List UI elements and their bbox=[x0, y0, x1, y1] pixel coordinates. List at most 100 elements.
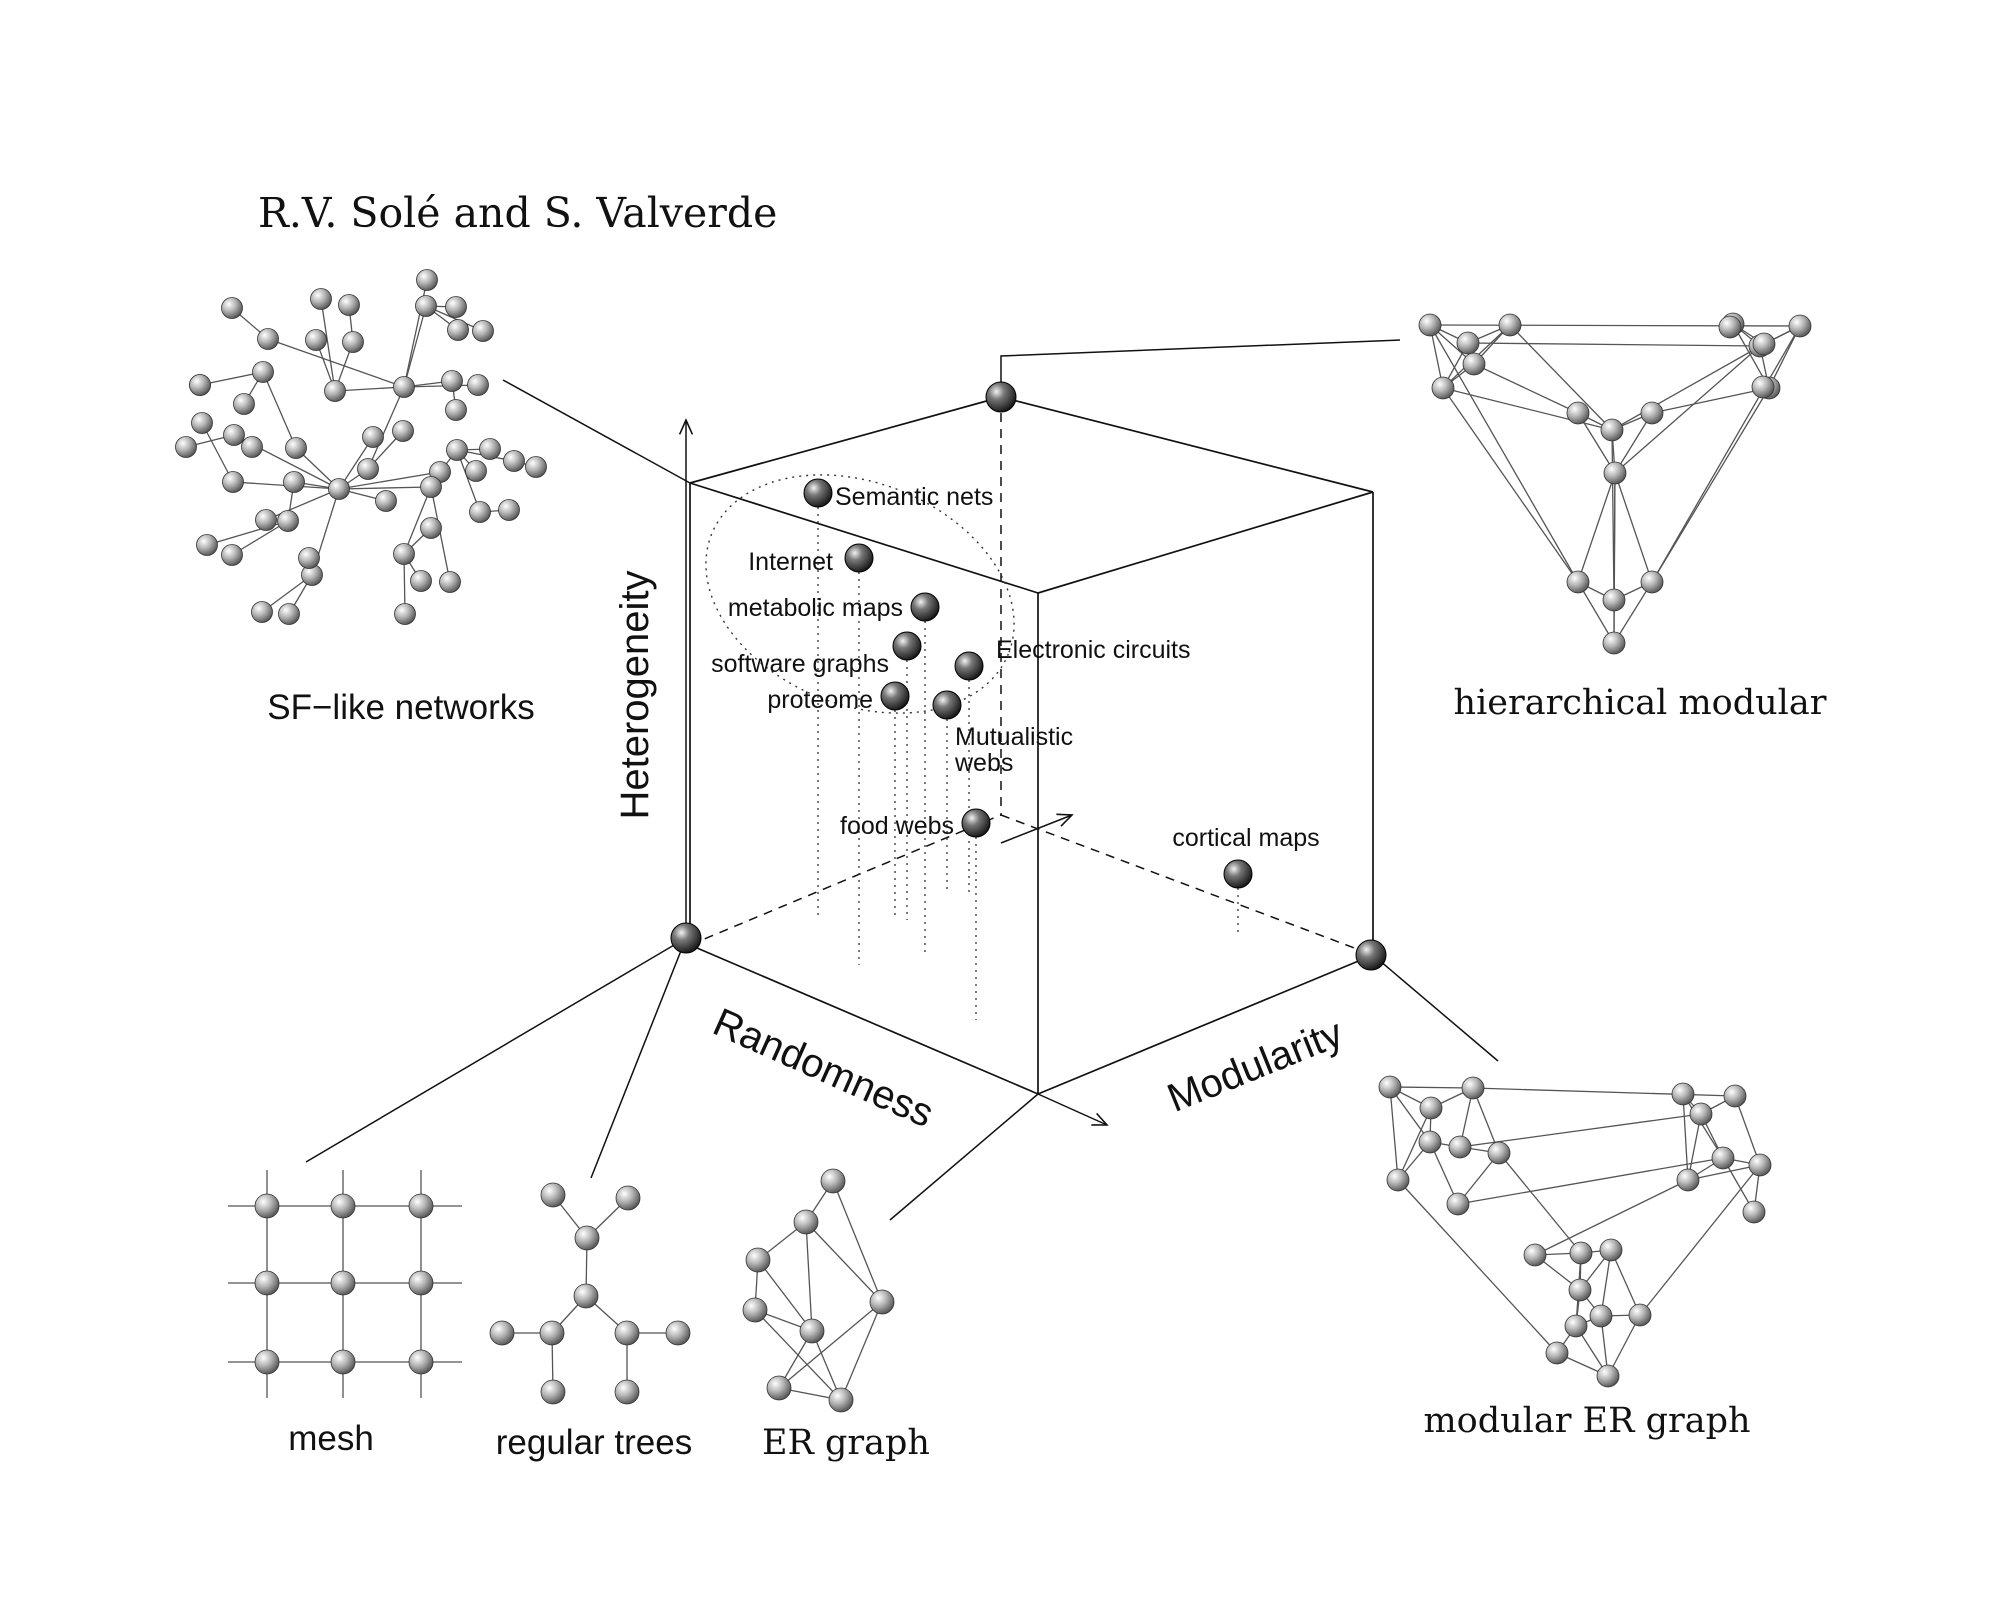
label-food-webs: food webs bbox=[840, 812, 954, 840]
regular-tree-graph bbox=[489, 1182, 691, 1405]
graph-node bbox=[1564, 1314, 1588, 1338]
graph-node bbox=[1711, 1146, 1735, 1170]
label-mutualistic: Mutualistic bbox=[955, 723, 1073, 751]
graph-node bbox=[1788, 314, 1812, 338]
graph-node bbox=[1378, 1075, 1402, 1099]
graph-node bbox=[1523, 1243, 1547, 1267]
graph-node bbox=[415, 295, 437, 317]
graph-node bbox=[233, 393, 255, 415]
graph-node bbox=[445, 296, 467, 318]
graph-node bbox=[869, 1289, 895, 1315]
graph-node bbox=[573, 1283, 599, 1309]
graph-node bbox=[222, 471, 244, 493]
graph-node bbox=[1640, 570, 1664, 594]
caption-mesh: mesh bbox=[288, 1419, 374, 1458]
graph-node bbox=[1596, 1364, 1620, 1388]
caption-sf-like: SF−like networks bbox=[267, 688, 534, 727]
graph-node bbox=[745, 1247, 771, 1273]
sf-like-graph bbox=[175, 269, 547, 625]
graph-node bbox=[1418, 313, 1442, 337]
graph-node bbox=[441, 370, 463, 392]
graph-node bbox=[489, 1320, 515, 1346]
graph-node bbox=[410, 570, 432, 592]
graph-node bbox=[420, 517, 442, 539]
graph-node bbox=[1689, 1102, 1713, 1126]
corner-top bbox=[985, 381, 1017, 413]
axis-label-modularity: Modularity bbox=[1161, 1011, 1349, 1121]
graph-node bbox=[241, 436, 263, 458]
graph-node bbox=[1456, 331, 1480, 355]
graph-node bbox=[1448, 1135, 1472, 1159]
graph-node bbox=[223, 424, 245, 446]
point-internet: Internet bbox=[748, 543, 874, 576]
graph-node bbox=[445, 399, 467, 421]
graph-node bbox=[1742, 1200, 1766, 1224]
caption-er-graph: ER graph bbox=[762, 1423, 930, 1463]
graph-node bbox=[283, 471, 305, 493]
graph-node bbox=[393, 376, 415, 398]
graph-node bbox=[503, 450, 525, 472]
graph-node bbox=[665, 1320, 691, 1346]
graph-node bbox=[614, 1379, 640, 1405]
graph-node bbox=[254, 1193, 280, 1219]
graph-node bbox=[298, 547, 320, 569]
graph-node bbox=[252, 361, 274, 383]
point-electronic-circuits: Electronic circuits bbox=[954, 636, 1191, 681]
graph-node bbox=[820, 1168, 846, 1194]
graph-node bbox=[330, 1349, 356, 1375]
graph-node bbox=[251, 601, 273, 623]
graph-node bbox=[1723, 1084, 1747, 1108]
graph-node bbox=[439, 571, 461, 593]
graph-node bbox=[742, 1297, 768, 1323]
graph-node bbox=[1568, 1278, 1592, 1302]
graph-node bbox=[793, 1209, 819, 1235]
graph-node bbox=[574, 1225, 600, 1251]
graph-node bbox=[330, 1270, 356, 1296]
graph-node bbox=[392, 420, 414, 442]
graph-node bbox=[465, 460, 487, 482]
graph-node bbox=[1602, 588, 1626, 612]
graph-node bbox=[393, 543, 415, 565]
graph-node bbox=[472, 320, 494, 342]
mesh-graph bbox=[228, 1170, 462, 1398]
graph-node bbox=[1752, 332, 1776, 356]
graph-node bbox=[1589, 1304, 1613, 1328]
graph-node bbox=[615, 1185, 641, 1211]
graph-node bbox=[1566, 401, 1590, 425]
caption-hierarchical-modular: hierarchical modular bbox=[1454, 683, 1827, 723]
point-proteome: proteome bbox=[767, 681, 910, 714]
graph-node bbox=[1628, 1303, 1652, 1327]
graph-node bbox=[357, 458, 379, 480]
graph-node bbox=[1671, 1082, 1695, 1106]
corner-nodes bbox=[670, 381, 1387, 971]
graph-node bbox=[469, 501, 491, 523]
graph-node bbox=[828, 1387, 854, 1413]
caption-modular-er: modular ER graph bbox=[1423, 1401, 1750, 1441]
point-cortical-maps: cortical maps bbox=[1172, 824, 1320, 889]
graph-node bbox=[1748, 1153, 1772, 1177]
graph-node bbox=[539, 1320, 565, 1346]
graph-node bbox=[540, 1379, 566, 1405]
graph-node bbox=[342, 331, 364, 353]
graph-node bbox=[277, 510, 299, 532]
randomness-axis-arrow bbox=[1037, 1093, 1107, 1125]
graph-node bbox=[221, 544, 243, 566]
graph-node bbox=[1676, 1168, 1700, 1192]
graph-node bbox=[394, 603, 416, 625]
modular-er-graph bbox=[1378, 1075, 1772, 1388]
point-food-webs: food webs bbox=[840, 808, 991, 840]
cluster-ellipse bbox=[705, 474, 1015, 714]
point-semantic-nets: Semantic nets bbox=[803, 478, 993, 511]
graph-node bbox=[255, 509, 277, 531]
projection-lines bbox=[817, 493, 1239, 1020]
graph-node bbox=[479, 438, 501, 460]
morphospace-cube bbox=[689, 396, 1374, 1095]
graph-node bbox=[1545, 1341, 1569, 1365]
graph-node bbox=[254, 1270, 280, 1296]
graph-node bbox=[420, 476, 442, 498]
corner-right bbox=[1355, 939, 1387, 971]
axis-label-heterogeneity: Heterogeneity bbox=[613, 570, 657, 819]
axis-label-randomness: Randomness bbox=[707, 1000, 940, 1136]
graph-node bbox=[221, 297, 243, 319]
